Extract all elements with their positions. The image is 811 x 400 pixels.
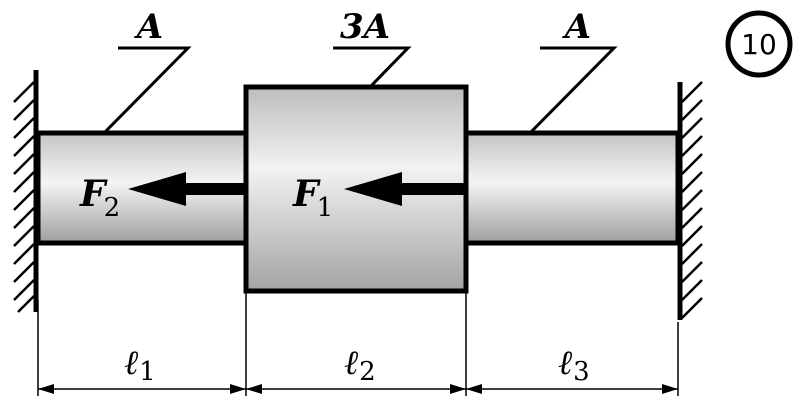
problem-number-badge: 10: [725, 10, 793, 78]
left-wall-support: [13, 70, 39, 313]
leader-middle: [333, 46, 412, 89]
length-label-l2: ℓ2: [344, 343, 376, 387]
area-label-right: A: [562, 7, 591, 47]
leader-right: [528, 46, 618, 135]
dimension-extension-lines: [37, 292, 679, 396]
force-arrow-f1: [344, 172, 464, 206]
leader-left: [102, 46, 192, 135]
area-label-middle: 3A: [340, 7, 390, 47]
right-wall-support: [677, 81, 703, 320]
area-leaders: [102, 46, 618, 135]
force-arrow-f2: [128, 172, 246, 206]
problem-number: 10: [741, 28, 777, 61]
force-label-f2: F2: [79, 173, 120, 223]
length-label-l1: ℓ1: [124, 343, 156, 387]
length-label-l3: ℓ3: [558, 343, 590, 387]
force-label-f1: F1: [292, 173, 333, 223]
dimension-line: [38, 384, 678, 394]
bar-segment-right: [463, 130, 681, 246]
area-label-left: A: [134, 7, 163, 47]
